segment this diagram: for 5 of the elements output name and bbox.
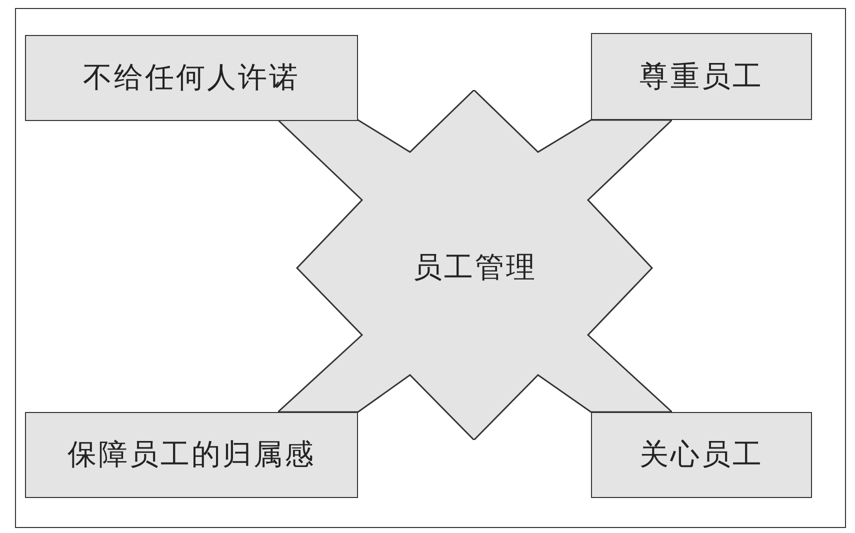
text-box: 尊重员工 [591, 33, 812, 120]
text-box: 不给任何人许诺 [25, 35, 358, 121]
center-label: 员工管理 [412, 249, 538, 286]
text-box: 关心员工 [591, 412, 812, 498]
text-box: 保障员工的归属感 [25, 412, 358, 498]
